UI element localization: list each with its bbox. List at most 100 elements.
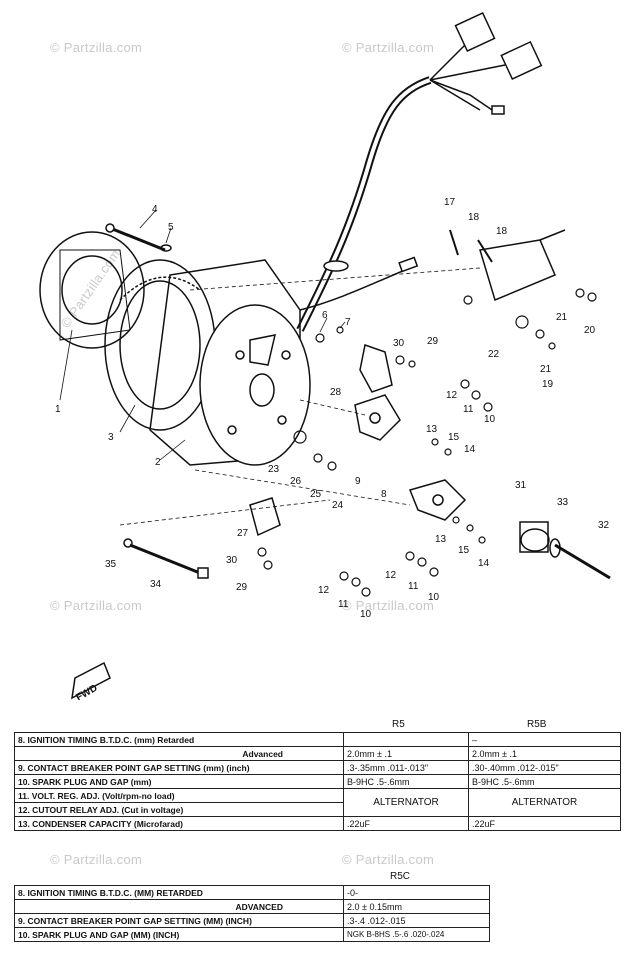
callout-8: 8: [381, 489, 387, 500]
contact-breaker-9[interactable]: [354, 394, 401, 441]
spec-table-r5: 8. IGNITION TIMING B.T.D.C. (mm) Retarde…: [14, 732, 621, 831]
r5b-value: .30-.40mm .012-.015": [468, 760, 621, 775]
callout-4: 4: [152, 204, 158, 215]
callout-14: 14: [464, 444, 476, 455]
r5b-value: ALTERNATOR: [468, 788, 621, 817]
spec-table-r5c: 8. IGNITION TIMING B.T.D.C. (MM) RETARDE…: [14, 885, 490, 942]
fwd-arrow: [71, 661, 111, 700]
r5-value: B-9HC .5-.6mm: [343, 774, 469, 789]
r5-value: [343, 732, 469, 747]
row-label: 8. IGNITION TIMING B.T.D.C. (mm) Retarde…: [14, 732, 344, 747]
condenser-27[interactable]: [249, 497, 281, 537]
r5b-value: 2.0mm ± .1: [468, 746, 621, 761]
callout-12b: 12: [318, 585, 330, 596]
callout-15b: 15: [458, 545, 470, 556]
bolt-32[interactable]: [554, 543, 611, 580]
callout-34: 34: [150, 579, 162, 590]
bolt-4[interactable]: [105, 223, 166, 252]
callout-9: 9: [355, 476, 361, 487]
callout-24: 24: [332, 500, 344, 511]
callout-30: 30: [393, 338, 405, 349]
callout-10: 10: [484, 414, 496, 425]
callout-11b: 11: [338, 599, 349, 610]
cutout-relay-18[interactable]: [479, 229, 566, 302]
row-label: 9. CONTACT BREAKER POINT GAP SETTING (mm…: [14, 760, 344, 775]
callout-21b: 21: [540, 364, 552, 375]
callout-26: 26: [290, 476, 302, 487]
callout-12: 12: [446, 390, 458, 401]
watermark: © Partzilla.com: [342, 852, 435, 867]
row-label: 13. CONDENSER CAPACITY (Microfarad): [14, 816, 344, 831]
washer-5[interactable]: [160, 244, 172, 252]
row-label: 9. CONTACT BREAKER POINT GAP SETTING (MM…: [14, 913, 344, 928]
watermark: © Partzilla.com: [342, 598, 435, 613]
table-row: 8. IGNITION TIMING B.T.D.C. (mm) Retarde…: [14, 732, 621, 747]
callout-29: 29: [427, 336, 439, 347]
callout-2: 2: [155, 457, 161, 468]
contact-breaker-8[interactable]: [408, 479, 467, 521]
callout-30b: 30: [226, 555, 238, 566]
callout-17: 17: [444, 197, 456, 208]
callout-29b: 29: [236, 582, 248, 593]
row-label: ADVANCED: [14, 899, 344, 914]
bolt-34[interactable]: [129, 543, 206, 577]
washer-33[interactable]: [549, 538, 561, 558]
table-row: ADVANCED 2.0 ± 0.15mm: [14, 899, 490, 914]
callout-13: 13: [426, 424, 438, 435]
table-row: 13. CONDENSER CAPACITY (Microfarad) .22u…: [14, 816, 621, 831]
table-row: 9. CONTACT BREAKER POINT GAP SETTING (mm…: [14, 760, 621, 775]
row-label: Advanced: [14, 746, 344, 761]
table-row: 10. SPARK PLUG AND GAP (MM) (INCH) NGK B…: [14, 927, 490, 942]
callout-19: 19: [542, 379, 554, 390]
r5-value: .22uF: [343, 816, 469, 831]
table-header-r5c: R5C: [390, 871, 411, 882]
callout-11c: 11: [408, 581, 419, 592]
callout-15: 15: [448, 432, 460, 443]
watermark: © Partzilla.com: [50, 598, 143, 613]
r5b-value: .22uF: [468, 816, 621, 831]
watermark: © Partzilla.com: [50, 40, 143, 55]
callout-11: 11: [463, 404, 474, 415]
row-label: 12. CUTOUT RELAY ADJ. (Cut in voltage): [14, 802, 344, 817]
callout-33: 33: [557, 497, 569, 508]
r5-value: .3-.35mm .011-.013": [343, 760, 469, 775]
exploded-parts-diagram: 1 2 3 4 5 6 7 8 9 10 11 12 13 14 15 17 1…: [39, 11, 611, 700]
row-label: 11. VOLT. REG. ADJ. (Volt/rpm-no load): [14, 788, 344, 803]
callout-25: 25: [310, 489, 322, 500]
r5c-value: .3-.4 .012-.015: [343, 913, 490, 928]
table-row: Advanced 2.0mm ± .1 2.0mm ± .1: [14, 746, 621, 761]
row-label: 10. SPARK PLUG AND GAP (MM) (INCH): [14, 927, 344, 942]
wiring-harness[interactable]: [296, 11, 543, 332]
watermark: © Partzilla.com: [50, 852, 143, 867]
callout-7: 7: [345, 317, 351, 328]
callout-22: 22: [488, 349, 500, 360]
callout-32: 32: [598, 520, 610, 531]
callout-27: 27: [237, 528, 249, 539]
callout-3: 3: [108, 432, 114, 443]
condenser-28[interactable]: [359, 344, 393, 393]
r5-value: 2.0mm ± .1: [343, 746, 469, 761]
callout-10b: 10: [360, 609, 372, 620]
table-row: 10. SPARK PLUG AND GAP (mm) B-9HC .5-.6m…: [14, 774, 621, 789]
callout-20: 20: [584, 325, 596, 336]
row-label: 10. SPARK PLUG AND GAP (mm): [14, 774, 344, 789]
washer-35[interactable]: [123, 538, 133, 548]
callout-5: 5: [168, 222, 174, 233]
table-header-r5: R5: [392, 719, 405, 730]
watermark: © Partzilla.com: [342, 40, 435, 55]
callout-31: 31: [515, 480, 527, 491]
stator[interactable]: [104, 259, 216, 431]
callout-1: 1: [55, 404, 61, 415]
r5b-value: –: [468, 732, 621, 747]
r5b-value: B-9HC .5-.6mm: [468, 774, 621, 789]
table-row: 8. IGNITION TIMING B.T.D.C. (MM) RETARDE…: [14, 885, 490, 900]
callout-35: 35: [105, 559, 117, 570]
callout-18b: 18: [496, 226, 508, 237]
housing[interactable]: [149, 259, 311, 466]
callout-10c: 10: [428, 592, 440, 603]
callout-23: 23: [268, 464, 280, 475]
callout-14b: 14: [478, 558, 490, 569]
rotor[interactable]: [39, 231, 145, 349]
table-row: 11. VOLT. REG. ADJ. (Volt/rpm-no load) A…: [14, 788, 621, 817]
spacer-31[interactable]: [519, 521, 550, 553]
